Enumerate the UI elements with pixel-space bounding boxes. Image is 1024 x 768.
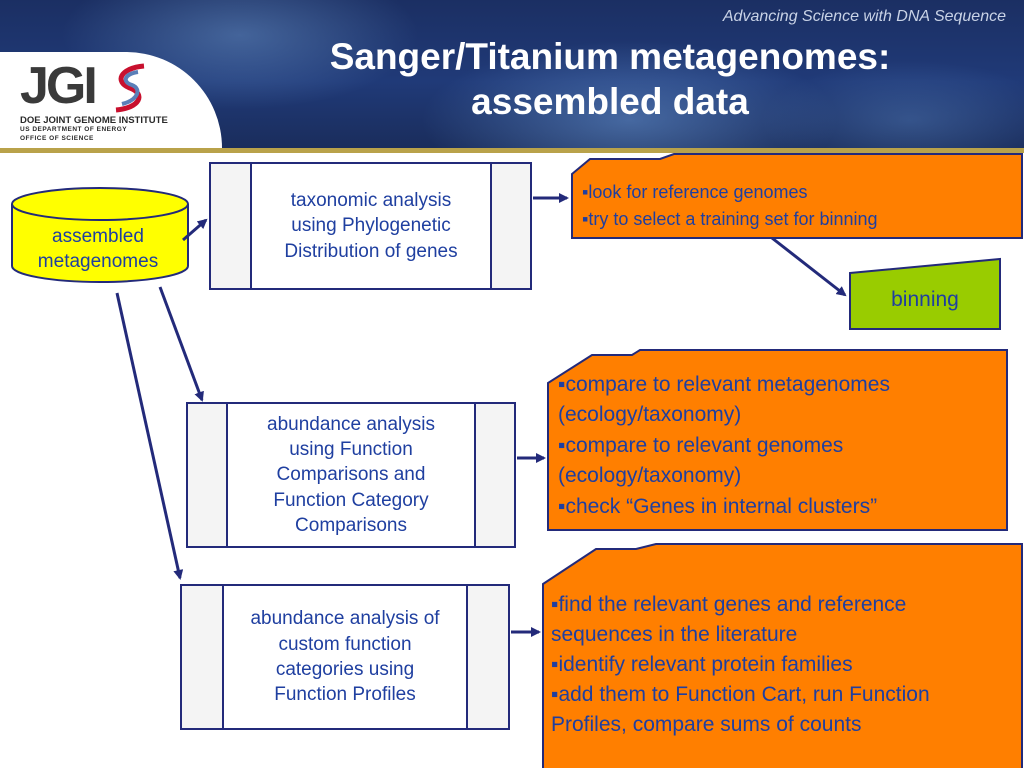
- process-box-text: abundance analysis using Function Compar…: [228, 404, 474, 546]
- process-text-line: Function Category: [273, 489, 429, 511]
- title-line-1: Sanger/Titanium metagenomes:: [329, 36, 891, 77]
- arrow-to-taxonomic: [182, 218, 208, 242]
- arrow-to-function-profiles: [115, 292, 184, 580]
- note-item: ▪look for reference genomes: [582, 182, 808, 202]
- process-text-line: custom function: [278, 633, 412, 655]
- note-shape-3: [542, 543, 1023, 768]
- note-shape-1: [571, 153, 1023, 239]
- process-text-line: using Phylogenetic: [291, 215, 451, 237]
- source-label: assembled metagenomes: [12, 224, 184, 274]
- header-divider: [0, 148, 1024, 153]
- jgi-logo-mark: JGI: [20, 57, 98, 115]
- process-box-right-band: [466, 586, 508, 728]
- logo-office: OFFICE OF SCIENCE: [20, 135, 94, 142]
- logo-department: US DEPARTMENT OF ENERGY: [20, 126, 128, 133]
- process-text-line: using Function: [289, 439, 413, 461]
- process-box-taxonomic: taxonomic analysis using Phylogenetic Di…: [209, 162, 532, 290]
- process-box-text: taxonomic analysis using Phylogenetic Di…: [252, 164, 490, 288]
- process-box-right-band: [474, 404, 514, 546]
- note-item: ▪add them to Function Cart, run Function…: [551, 683, 930, 737]
- process-box-left-band: [188, 404, 228, 546]
- process-box-left-band: [211, 164, 252, 288]
- process-box-right-band: [490, 164, 530, 288]
- binning-label: binning: [891, 288, 959, 311]
- logo-institute-name: DOE JOINT GENOME INSTITUTE: [20, 115, 168, 126]
- binning-box-shape: [849, 257, 1001, 330]
- process-box-function-comparisons: abundance analysis using Function Compar…: [186, 402, 516, 548]
- note-compare-metagenomes: ▪compare to relevant metagenomes (ecolog…: [558, 370, 998, 522]
- source-label-line: metagenomes: [37, 251, 159, 273]
- jgi-swoosh-icon: [115, 63, 145, 113]
- process-box-left-band: [182, 586, 224, 728]
- process-text-line: Comparisons: [295, 514, 407, 536]
- note-item: ▪try to select a training set for binnin…: [582, 209, 878, 229]
- process-text-line: categories using: [275, 659, 415, 680]
- header-tagline: Advancing Science with DNA Sequence: [722, 8, 1006, 25]
- source-label-line: assembled: [52, 226, 144, 247]
- process-text-line: abundance analysis: [267, 413, 435, 435]
- slide-title: Sanger/Titanium metagenomes: assembled d…: [240, 34, 980, 124]
- process-text-line: Comparisons and: [276, 464, 426, 486]
- arrow-to-binning: [771, 236, 847, 297]
- note-item: ▪compare to relevant metagenomes (ecolog…: [558, 373, 890, 427]
- note-item: ▪check “Genes in internal clusters”: [558, 494, 878, 518]
- process-text-line: taxonomic analysis: [290, 190, 452, 212]
- note-item: ▪find the relevant genes and reference s…: [551, 593, 907, 647]
- process-box-text: abundance analysis of custom function ca…: [224, 586, 466, 728]
- note-item: ▪compare to relevant genomes (ecology/ta…: [558, 433, 844, 488]
- process-box-function-profiles: abundance analysis of custom function ca…: [180, 584, 510, 730]
- title-line-2: assembled data: [471, 81, 749, 123]
- process-text-line: abundance analysis of: [250, 608, 440, 630]
- database-cylinder-icon: [11, 187, 189, 283]
- note-reference-genomes: ▪look for reference genomes ▪try to sele…: [582, 179, 1022, 233]
- arrow-to-function-comparisons: [158, 286, 204, 402]
- process-text-line: Function Profiles: [274, 684, 416, 706]
- process-text-line: Distribution of genes: [284, 240, 458, 262]
- note-shape-2: [547, 349, 1008, 531]
- note-custom-functions: ▪find the relevant genes and reference s…: [551, 590, 1011, 766]
- note-item: ▪identify relevant protein families: [551, 653, 853, 677]
